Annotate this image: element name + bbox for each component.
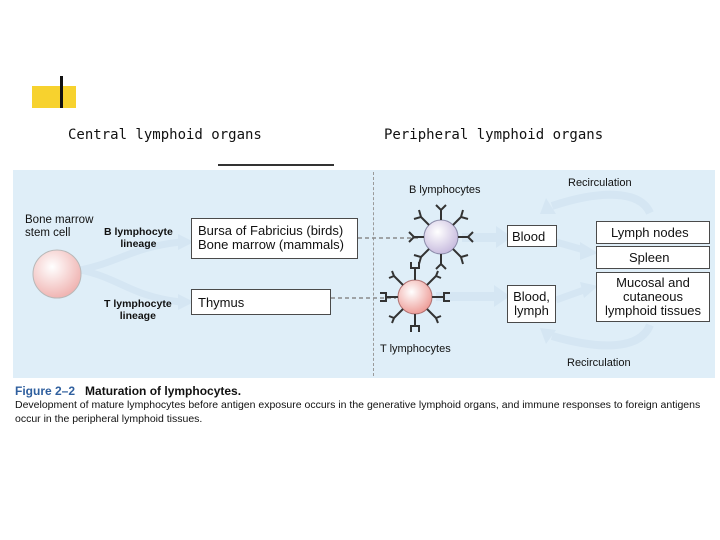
bursa-bone-marrow-box: Bursa of Fabricius (birds) Bone marrow (… (191, 218, 358, 259)
t-lymphocytes-label: T lymphocytes (380, 343, 451, 355)
b-lymphocytes-label: B lymphocytes (409, 184, 481, 196)
stem-cell-label: Bone marrow stem cell (25, 214, 94, 239)
thymus-box: Thymus (191, 289, 331, 315)
blood-arrows (436, 226, 512, 307)
lineage-branch-arrows (79, 234, 194, 310)
stem-cell (32, 249, 82, 299)
recirculation-arrows (540, 190, 654, 350)
heading-peripheral-organs: Peripheral lymphoid organs (384, 127, 604, 143)
mucosal-cutaneous-box: Mucosal and cutaneous lymphoid tissues (596, 272, 710, 322)
figure-caption-title: Figure 2–2 Maturation of lymphocytes. (15, 384, 241, 398)
blood-lymph-box: Blood, lymph (507, 285, 556, 323)
b-lymphocyte (408, 204, 474, 270)
b-lineage-label: B lymphocyte lineage (104, 226, 173, 250)
recirculation-bottom-label: Recirculation (567, 357, 631, 369)
t-lineage-label: T lymphocyte lineage (104, 298, 172, 322)
accent-square (32, 86, 76, 108)
heading-central-organs: Central lymphoid organs (68, 127, 262, 143)
figure-title: Maturation of lymphocytes. (85, 384, 242, 398)
figure-caption-text: Development of mature lymphocytes before… (15, 399, 701, 425)
blood-box: Blood (507, 225, 557, 247)
t-lymphocyte (380, 262, 450, 332)
recirculation-top-label: Recirculation (568, 177, 632, 189)
spleen-box: Spleen (596, 246, 710, 269)
heading-underline (218, 164, 334, 166)
accent-bar (60, 76, 63, 108)
lymph-nodes-box: Lymph nodes (596, 221, 710, 244)
dashed-arrows (331, 237, 418, 299)
tissue-arrows (554, 238, 598, 304)
panel-divider (373, 172, 374, 376)
figure-number: Figure 2–2 (15, 384, 76, 398)
